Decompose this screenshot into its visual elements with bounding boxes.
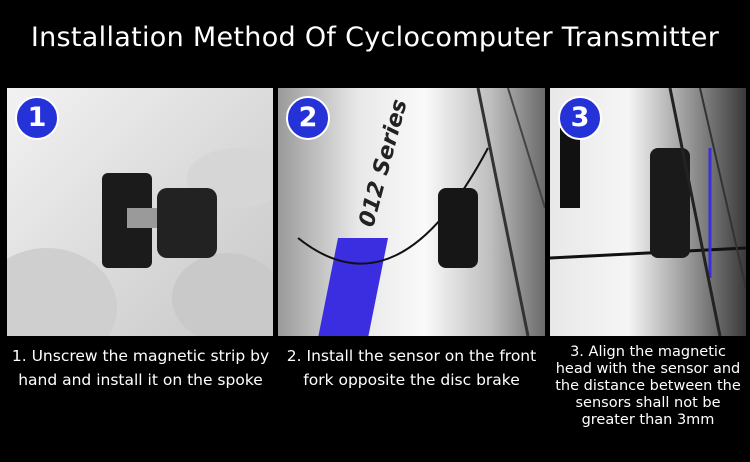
page-title: Installation Method Of Cyclocomputer Tra… — [30, 22, 720, 53]
step-1-caption: 1. Unscrew the magnetic strip by hand an… — [11, 347, 270, 389]
step-1-photo: 1 — [7, 88, 273, 336]
step-1-badge: 1 — [15, 96, 59, 140]
magnet-photo-illustration — [7, 148, 273, 336]
step-3-badge: 3 — [558, 96, 602, 140]
fork-label: 012 Series — [355, 97, 413, 230]
fork-photo-illustration: 012 Series — [297, 88, 545, 336]
step-2-photo: 012 Series 2 — [278, 88, 545, 336]
step-2-caption: 2. Install the sensor on the front fork … — [286, 347, 537, 389]
step-3-photo: 3 — [550, 88, 746, 336]
step-3-caption: 3. Align the magnetic head with the sens… — [555, 344, 741, 428]
alignment-photo-illustration — [550, 88, 746, 336]
step-2-badge: 2 — [286, 96, 330, 140]
